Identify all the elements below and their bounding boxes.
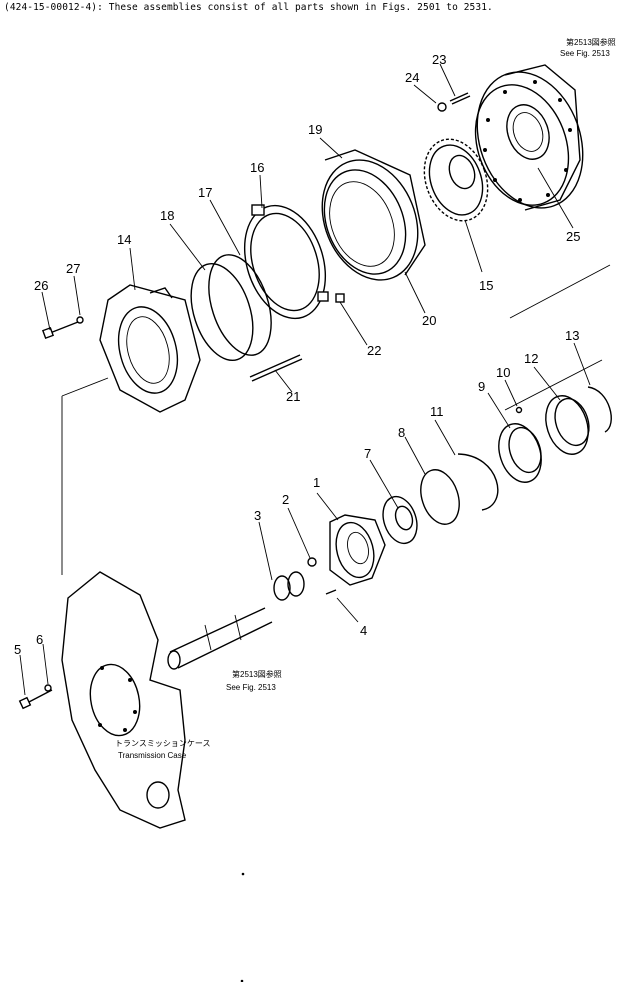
reference-top-jp: 第2513図参照: [566, 37, 616, 47]
gear-15-drawing: [423, 138, 489, 222]
reference-shaft-jp: 第2513図参照: [232, 669, 282, 679]
reference-top-en: See Fig. 2513: [560, 49, 610, 58]
rear-housing-drawing: [474, 64, 584, 211]
case-label-jp: トランスミッションケース: [115, 739, 210, 748]
part-labels: 1 2 3 4 5 6 7 8 9 10 11 12 13 14 15 16 1…: [14, 52, 580, 657]
part-label-7: 7: [364, 446, 371, 461]
part-label-18: 18: [160, 208, 174, 223]
bolt-5-drawing: [18, 689, 53, 710]
race-9-drawing: [498, 423, 542, 483]
part-label-15: 15: [479, 278, 493, 293]
transmission-case-drawing: [61, 571, 186, 829]
washer-6-drawing: [44, 684, 52, 692]
part-label-16: 16: [250, 160, 264, 175]
part-label-2: 2: [282, 492, 289, 507]
bolt-26-drawing: [41, 316, 84, 340]
snap-ring-11-drawing: [457, 453, 499, 511]
reference-note-shaft: 第2513図参照 See Fig. 2513: [226, 669, 282, 692]
nut-2-drawing: [307, 557, 317, 567]
ring-13-drawing: [587, 386, 612, 433]
part-label-20: 20: [422, 313, 436, 328]
part-label-10: 10: [496, 365, 510, 380]
part-label-23: 23: [432, 52, 446, 67]
case-label: トランスミッションケース Transmission Case: [115, 739, 210, 760]
nut-24-drawing: [437, 102, 447, 112]
part-label-25: 25: [566, 229, 580, 244]
part-label-13: 13: [565, 328, 579, 343]
part-label-17: 17: [198, 185, 212, 200]
gear-1-drawing: [329, 514, 386, 586]
bearing-7-drawing: [382, 495, 418, 545]
print-specks: [240, 872, 245, 982]
shaft-drawing: [167, 607, 273, 670]
case-label-en: Transmission Case: [118, 751, 187, 760]
part-label-6: 6: [36, 632, 43, 647]
part-label-22: 22: [367, 343, 381, 358]
reference-note-top: 第2513図参照 See Fig. 2513: [560, 37, 616, 58]
carrier-14-drawing: [99, 284, 201, 413]
assembly-boundary-lines: [61, 264, 611, 575]
pin-23-drawing: [449, 92, 471, 105]
rings-3-drawing: [273, 571, 305, 601]
part-label-21: 21: [286, 389, 300, 404]
part-label-26: 26: [34, 278, 48, 293]
part-label-24: 24: [405, 70, 419, 85]
leader-lines: [19, 63, 591, 696]
pin-21-drawing: [249, 354, 303, 382]
part-label-27: 27: [66, 261, 80, 276]
part-label-14: 14: [117, 232, 131, 247]
pin-10-drawing: [515, 406, 523, 414]
part-label-12: 12: [524, 351, 538, 366]
bearing-12-drawing: [545, 395, 590, 455]
ring-8-drawing: [420, 469, 460, 525]
clutch-drum-drawing: [321, 149, 426, 281]
part-label-19: 19: [308, 122, 322, 137]
part-label-9: 9: [478, 379, 485, 394]
part-label-4: 4: [360, 623, 367, 638]
pin-4-drawing: [325, 589, 337, 595]
header-note: (424-15-00012-4): These assemblies consi…: [4, 2, 493, 13]
part-label-3: 3: [254, 508, 261, 523]
rings-17-18-drawing: [190, 254, 272, 362]
part-label-5: 5: [14, 642, 21, 657]
bolt-22-drawing: [335, 293, 345, 303]
part-label-1: 1: [313, 475, 320, 490]
part-label-11: 11: [430, 404, 444, 419]
part-label-8: 8: [398, 425, 405, 440]
reference-shaft-en: See Fig. 2513: [226, 683, 276, 692]
